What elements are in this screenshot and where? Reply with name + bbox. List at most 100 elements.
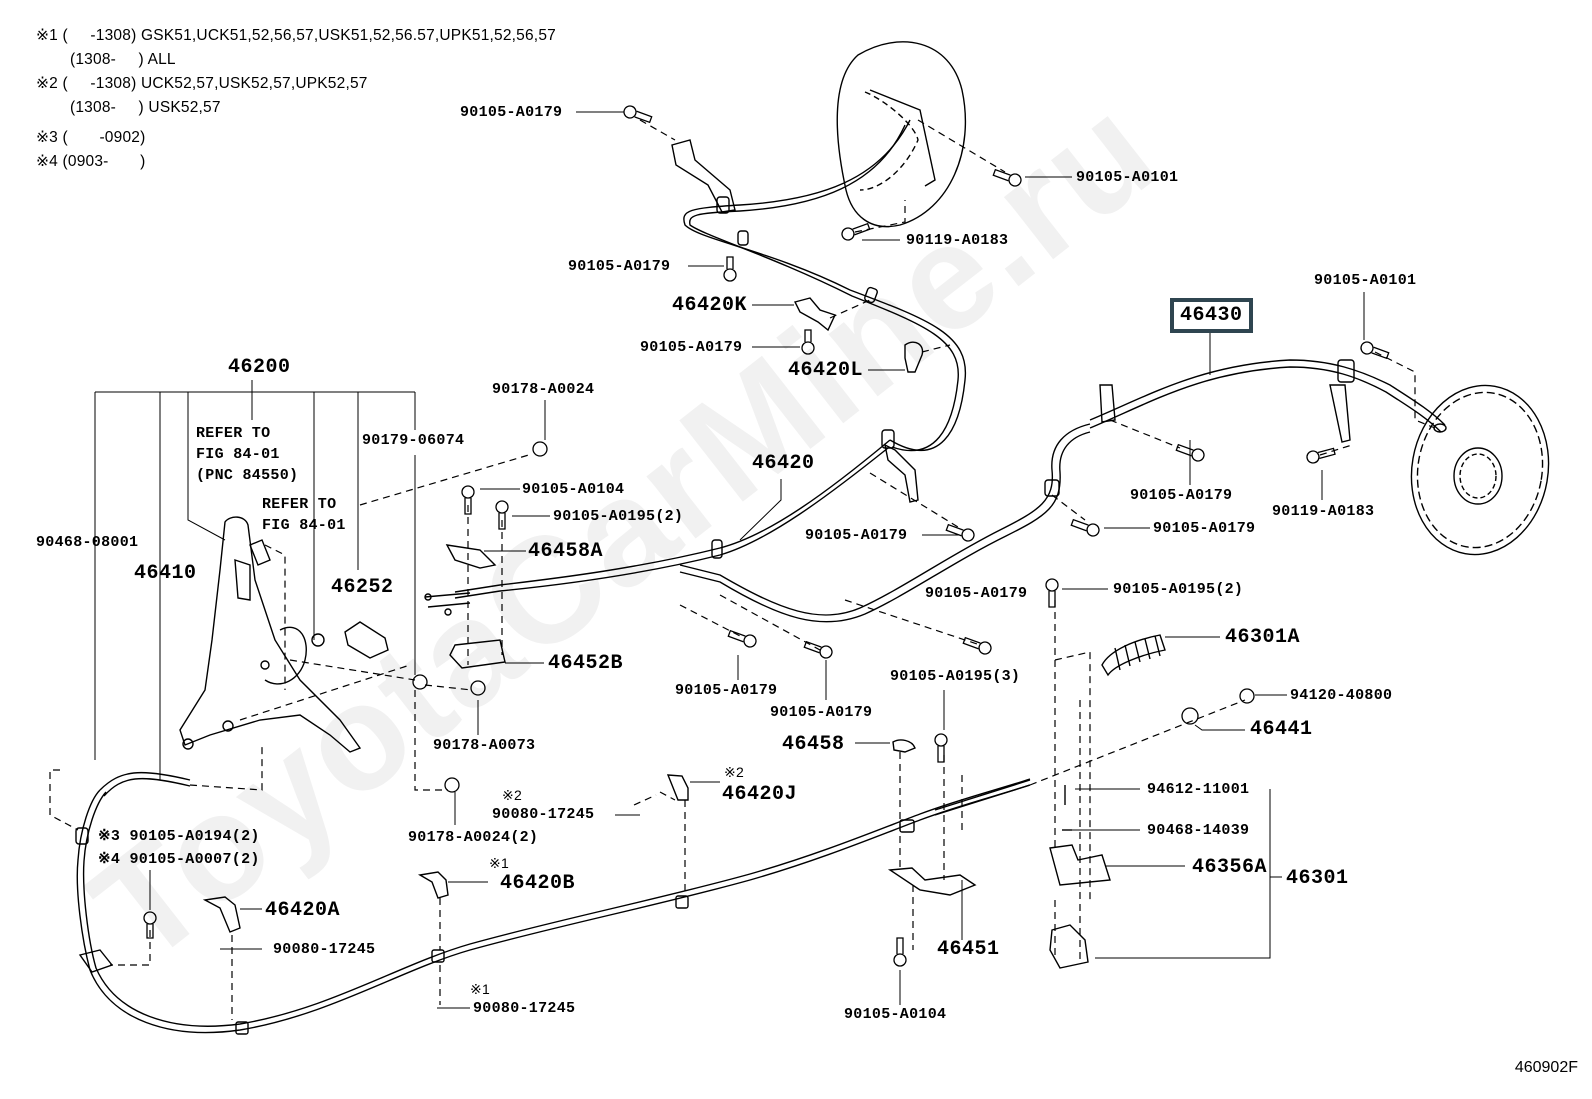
part-label[interactable]: 90178-A0024(2) (408, 829, 539, 846)
right-brake-drum (1410, 384, 1550, 556)
note-range: ( -0902) (62, 129, 146, 146)
part-label[interactable]: 46430 (1180, 304, 1243, 327)
part-label[interactable]: 46458 (782, 733, 845, 756)
part-label[interactable]: 46420L (788, 359, 864, 382)
dashed-guides (49, 119, 1436, 1020)
note-mark: ※3 (36, 129, 59, 146)
leader-lines (94, 111, 1365, 1009)
bolt-icon (934, 733, 948, 763)
part-label[interactable]: 90105-A0195(2) (553, 508, 684, 525)
part-label[interactable]: 46420 (752, 452, 815, 475)
bolt-icon (723, 256, 737, 282)
note-row: (1308- ) ALL (36, 48, 556, 72)
part-label[interactable]: 90105-A0179 (640, 339, 743, 356)
part-label[interactable]: 46451 (937, 938, 1000, 961)
part-label[interactable]: 90105-A0179 (460, 104, 563, 121)
part-label[interactable]: 90105-A0195(2) (1113, 581, 1244, 598)
part-label[interactable]: 90105-A0179 (805, 527, 908, 544)
part-label[interactable]: 90179-06074 (362, 432, 465, 449)
part-label[interactable]: ※3 90105-A0194(2) (98, 828, 260, 845)
part-label[interactable]: 90178-A0073 (433, 737, 536, 754)
note-mark: ※4 (36, 153, 59, 170)
figure-id: 460902F (1514, 1059, 1578, 1076)
bolt-icon (623, 105, 653, 124)
note-range: (0903- ) (62, 153, 146, 170)
note-mark: ※2 (36, 75, 59, 92)
parking-lever-assembly (179, 516, 389, 753)
part-label[interactable]: 90105-A0104 (844, 1006, 947, 1023)
note-row: (1308- ) USK52,57 (36, 96, 556, 120)
part-label[interactable]: 90105-A0179 (925, 585, 1028, 602)
note-models: ALL (147, 51, 176, 68)
note-mark: ※2 (502, 787, 523, 803)
note-models: USK52,57 (148, 99, 221, 116)
cable-46430 (679, 359, 1446, 623)
note-mark: ※2 (724, 764, 745, 780)
part-label[interactable]: 46410 (134, 562, 197, 585)
part-label[interactable]: 46252 (331, 576, 394, 599)
nut-icon (412, 441, 1255, 793)
part-label[interactable]: 90080-17245 (492, 806, 595, 823)
part-label[interactable]: 46301 (1286, 867, 1349, 890)
part-label[interactable]: 90080-17245 (473, 1000, 576, 1017)
part-label[interactable]: 46420A (265, 899, 341, 922)
part-label[interactable]: 90105-A0101 (1076, 169, 1179, 186)
highlighted-part[interactable]: 46430 (1170, 298, 1253, 333)
note-range: (1308- ) (70, 99, 144, 116)
part-label[interactable]: 90080-17245 (273, 941, 376, 958)
lower-cable (75, 739, 1031, 1035)
part-label[interactable]: 90105-A0195(3) (890, 668, 1021, 685)
bolt-icon (727, 629, 757, 648)
part-label[interactable]: 46420J (722, 783, 798, 806)
part-label[interactable]: 46420K (672, 294, 748, 317)
part-label[interactable]: 46458A (528, 540, 604, 563)
part-label[interactable]: 90105-A0179 (1153, 520, 1256, 537)
part-label[interactable]: 90105-A0101 (1314, 272, 1417, 289)
part-label[interactable]: 90468-08001 (36, 534, 139, 551)
note-row: ※2 ( -1308) UCK52,57,USK52,57,UPK52,57 (36, 72, 556, 96)
part-label[interactable]: 46356A (1192, 856, 1268, 879)
bolt-icon (893, 937, 907, 967)
upper-brake-drum (836, 41, 966, 228)
note-range: ( -1308) (62, 75, 137, 92)
bolt-icon (841, 222, 871, 241)
note-models: GSK51,UCK51,52,56,57,USK51,52,56.57,UPK5… (140, 27, 556, 44)
part-label[interactable]: 46301A (1225, 626, 1301, 649)
part-label[interactable]: 94612-11001 (1147, 781, 1250, 798)
note-range: (1308- ) (70, 51, 144, 68)
part-label[interactable]: 90105-A0179 (1130, 487, 1233, 504)
note-range: ( -1308) (62, 27, 137, 44)
part-label[interactable]: 46441 (1250, 718, 1313, 741)
bolt-icon (461, 485, 475, 515)
part-label[interactable]: 46452B (548, 652, 624, 675)
part-label[interactable]: 90178-A0024 (492, 381, 595, 398)
bolt-icon (1045, 578, 1059, 608)
part-label[interactable]: ※4 90105-A0007(2) (98, 851, 260, 868)
bolt-icon (1360, 341, 1390, 360)
bolt-icon (143, 911, 157, 939)
cable-46420 (454, 119, 967, 599)
part-label[interactable]: 46200 (228, 356, 291, 379)
part-label[interactable]: 90105-A0179 (770, 704, 873, 721)
bolts (143, 105, 1390, 967)
applicability-notes: ※1 ( -1308) GSK51,UCK51,52,56,57,USK51,5… (36, 24, 556, 174)
part-label[interactable]: 90105-A0179 (568, 258, 671, 275)
bolt-icon (1306, 447, 1336, 464)
note-row: ※1 ( -1308) GSK51,UCK51,52,56,57,USK51,5… (36, 24, 556, 48)
part-label[interactable]: 90119-A0183 (1272, 503, 1375, 520)
bolt-icon (803, 640, 833, 659)
bolt-icon (962, 636, 992, 655)
bolt-icon (495, 500, 509, 530)
part-label[interactable]: 90105-A0104 (522, 481, 625, 498)
relay-lever-assembly (1049, 634, 1166, 969)
part-label[interactable]: 90119-A0183 (906, 232, 1009, 249)
part-label[interactable]: 90468-14039 (1147, 822, 1250, 839)
part-label[interactable]: 90105-A0179 (675, 682, 778, 699)
note-models: UCK52,57,USK52,57,UPK52,57 (140, 75, 368, 92)
part-label[interactable]: 46420B (500, 872, 576, 895)
note-mark: ※1 (36, 27, 59, 44)
note-row: ※4 (0903- ) (36, 150, 556, 174)
part-label[interactable]: 94120-40800 (1290, 687, 1393, 704)
